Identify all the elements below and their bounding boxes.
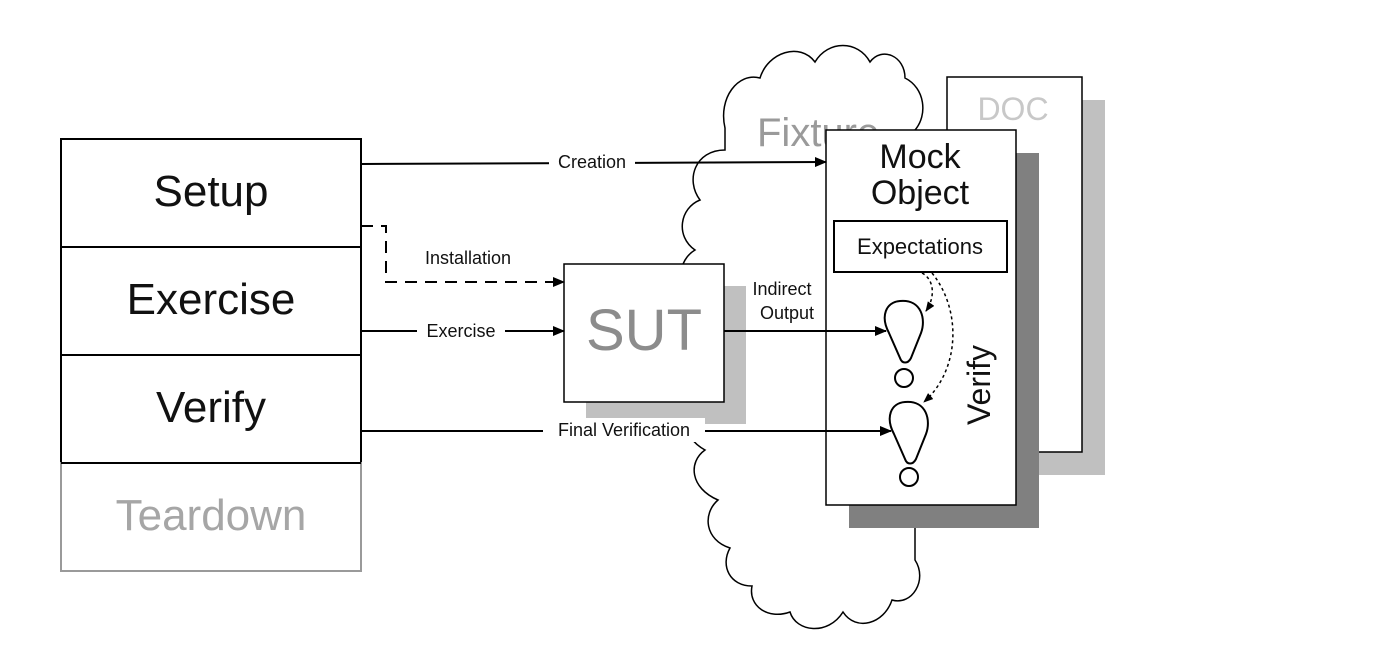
mock-object-title-line2: Object <box>871 174 970 212</box>
expectations-label: Expectations <box>857 234 983 259</box>
setup-phase-box <box>60 138 362 248</box>
exercise-flow-label: Exercise <box>426 321 495 341</box>
mock-object-title-line1: Mock <box>879 138 961 176</box>
installation-label: Installation <box>425 248 511 268</box>
doc-label: DOC <box>977 91 1048 127</box>
exercise-label: Exercise <box>127 275 296 324</box>
probe-upper-stem <box>894 368 914 388</box>
verify-label: Verify <box>156 383 266 432</box>
probe-lower-stem <box>899 467 919 487</box>
verification-probe-upper <box>883 299 924 364</box>
sut-box <box>563 263 725 403</box>
verify-phase-box <box>60 354 362 464</box>
indirect-output-label-line1: Indirect <box>752 279 811 299</box>
installation-arrow <box>361 225 565 287</box>
exercise-phase-box <box>60 246 362 356</box>
setup-label: Setup <box>154 167 269 216</box>
creation-label: Creation <box>558 152 626 172</box>
sut-component: SUT <box>563 263 746 424</box>
final-verification-label: Final Verification <box>558 420 690 440</box>
expectations-box <box>833 220 1008 273</box>
indirect-output-label-line2: Output <box>760 303 814 323</box>
mock-object-component: Mock Object Expectations Verify <box>825 129 1039 528</box>
verification-probe-lower <box>888 400 929 465</box>
sut-label: SUT <box>586 298 702 363</box>
teardown-label: Teardown <box>116 491 307 540</box>
teardown-phase-box <box>60 462 362 572</box>
expectations-to-upper-probe-arrow <box>921 272 935 312</box>
mock-verify-label: Verify <box>961 345 997 425</box>
test-phases: Setup Exercise Verify Teardown <box>60 138 362 572</box>
